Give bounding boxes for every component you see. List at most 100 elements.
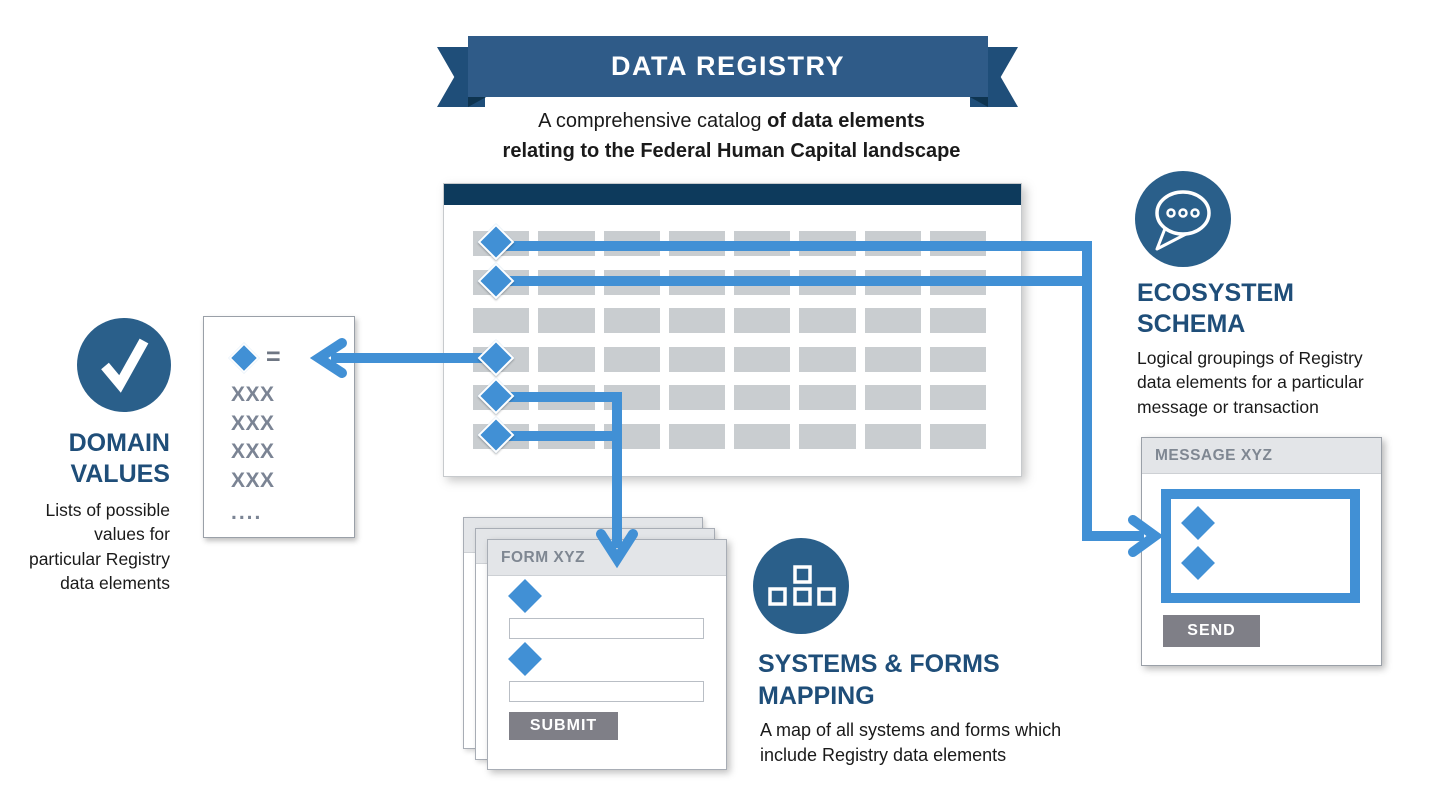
table-cell: [538, 346, 595, 372]
message-card: MESSAGE XYZ SEND: [1141, 437, 1382, 666]
subtitle-line2: relating to the Federal Human Capital la…: [502, 140, 961, 162]
table-cell: [929, 269, 986, 295]
data-element-diamond-icon: [1181, 506, 1215, 540]
table-cell: [734, 269, 791, 295]
table-cell: [734, 231, 791, 256]
ribbon-banner: DATA REGISTRY: [468, 36, 988, 97]
table-cell: [864, 423, 921, 449]
ecosystem-schema-description: Logical groupings of Registry data elemen…: [1137, 346, 1407, 419]
domain-value-item: XXX: [231, 468, 275, 492]
table-cell: [864, 385, 921, 411]
ribbon-fold-right: [968, 96, 988, 107]
table-cell: [864, 269, 921, 295]
domain-values-heading: DOMAIN VALUES: [20, 428, 170, 490]
text-line: DOMAIN: [68, 429, 170, 457]
table-cell: [668, 423, 725, 449]
table-row: [473, 346, 986, 372]
table-cell: [734, 423, 791, 449]
table-cell: [734, 385, 791, 411]
text-line: data elements for a particular: [1137, 372, 1364, 393]
text-line: values for: [94, 524, 170, 545]
subtitle: A comprehensive catalog of data elements…: [443, 106, 1020, 166]
form-text-input[interactable]: [509, 681, 704, 702]
table-cell: [603, 269, 660, 295]
table-cell: [929, 423, 986, 449]
table-cell: [799, 308, 856, 334]
form-text-input[interactable]: [509, 618, 704, 639]
page-title: DATA REGISTRY: [611, 51, 845, 81]
form-field-group: [508, 579, 726, 639]
text-line: A map of all systems and forms which: [760, 720, 1062, 740]
message-card-title: MESSAGE XYZ: [1142, 438, 1381, 474]
form-card: FORM XYZ SUBMIT: [487, 539, 727, 770]
text-line: message or transaction: [1137, 396, 1319, 417]
ellipsis-text: ....: [231, 501, 263, 524]
table-cell: [799, 385, 856, 411]
table-cell: [864, 231, 921, 256]
text-line: particular Registry: [28, 548, 170, 569]
submit-button[interactable]: SUBMIT: [509, 712, 618, 740]
table-cell: [603, 423, 660, 449]
form-card-title: FORM XYZ: [488, 540, 726, 576]
table-cell: [603, 308, 660, 334]
table-cell: [668, 269, 725, 295]
domain-value-item: XXX: [231, 383, 275, 406]
table-cell: [799, 231, 856, 256]
table-cell: [734, 308, 791, 334]
domain-value-item: XXX: [231, 411, 275, 435]
data-element-diamond-icon: [1181, 546, 1215, 580]
table-cell: [603, 385, 660, 411]
table-cell: [929, 231, 986, 256]
subtitle-bold: of data elements: [767, 110, 925, 132]
speech-bubble-icon: [1135, 171, 1231, 267]
table-cell: [864, 346, 921, 372]
registry-table-rows: [473, 231, 986, 449]
text-line: VALUES: [70, 460, 170, 488]
text-line: MAPPING: [758, 682, 875, 710]
table-cell: [538, 308, 595, 334]
domain-values-description: Lists of possible values for particular Re…: [10, 498, 170, 595]
table-cell: [668, 231, 725, 256]
data-element-diamond-icon: [508, 642, 542, 676]
table-cell: [929, 308, 986, 334]
data-element-diamond-icon: [227, 341, 260, 374]
registry-table-card: [443, 183, 1022, 477]
registry-table-header-bar: [444, 184, 1021, 205]
systems-forms-description: A map of all systems and forms which incl…: [760, 718, 1090, 768]
text-line: Logical groupings of Registry: [1137, 348, 1363, 368]
text-line: Lists of possible: [45, 500, 170, 520]
text-line: data elements: [60, 572, 170, 593]
systems-forms-heading: SYSTEMS & FORMS MAPPING: [758, 648, 1038, 712]
table-cell: [668, 346, 725, 372]
table-cell: [799, 346, 856, 372]
table-cell: [734, 346, 791, 372]
table-cell: [799, 269, 856, 295]
table-row: [473, 385, 986, 411]
send-button[interactable]: SEND: [1163, 615, 1260, 647]
ribbon-fold-left: [468, 96, 488, 107]
domain-value-item: XXX: [231, 440, 275, 464]
subtitle-line1: A comprehensive catalog of data elements: [443, 106, 1020, 136]
domain-value-list: XXX XXX XXX XXX: [231, 381, 275, 495]
text-line: include Registry data elements: [760, 745, 1007, 765]
checkmark-icon: [77, 318, 171, 412]
table-row: [473, 231, 986, 256]
table-cell: [799, 423, 856, 449]
table-cell: [929, 385, 986, 411]
subtitle-regular: A comprehensive catalog: [538, 110, 768, 132]
domain-values-card: = XXX XXX XXX XXX ....: [203, 316, 355, 538]
org-chart-icon: [753, 538, 849, 634]
table-row: [473, 308, 986, 334]
table-cell: [668, 308, 725, 334]
form-fields: SUBMIT: [488, 579, 726, 740]
message-diamond-area: [1161, 489, 1360, 603]
table-row: [473, 269, 986, 295]
form-field-group: [508, 642, 726, 702]
table-cell: [538, 423, 595, 449]
table-cell: [538, 385, 595, 411]
text-line: ECOSYSTEM: [1137, 279, 1294, 307]
table-cell: [603, 231, 660, 256]
text-line: SYSTEMS & FORMS: [758, 650, 1000, 678]
